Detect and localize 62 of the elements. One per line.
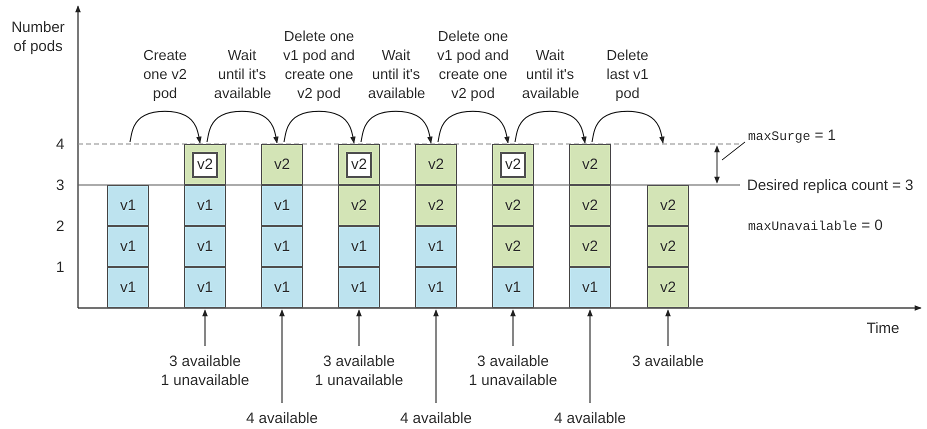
pending-pod-label: v2: [500, 152, 526, 178]
pod: v2: [492, 226, 534, 267]
pod: v2: [415, 144, 457, 185]
pod: v1: [338, 226, 380, 267]
pod: v2: [261, 144, 303, 185]
starting-pod: [492, 144, 534, 185]
line-label: Desired replica count = 3: [747, 176, 914, 195]
pod: v1: [492, 267, 534, 308]
pod: v2: [338, 185, 380, 226]
pod-column: [261, 144, 303, 308]
axis-title: Time: [866, 319, 900, 338]
status-text: 4 available: [371, 409, 501, 428]
edge-label: Wait until it's available: [368, 47, 424, 104]
starting-pod: [184, 144, 226, 185]
status-text: 4 available: [217, 409, 347, 428]
edge-label: Wait until it's available: [214, 47, 270, 104]
setting-label: maxUnavailable = 0: [748, 216, 884, 236]
pod: v1: [107, 267, 149, 308]
pod: v1: [184, 226, 226, 267]
axis-title: Number of pods: [10, 18, 66, 56]
pending-pod-label: v2: [346, 152, 372, 178]
status-text: 3 available 1 unavailable: [140, 352, 270, 390]
pod: v2: [569, 185, 611, 226]
starting-pod: [338, 144, 380, 185]
pod: v1: [107, 226, 149, 267]
pod: v2: [647, 267, 689, 308]
status-text: 4 available: [525, 409, 655, 428]
pod: v1: [107, 185, 149, 226]
edge-label: Delete one v1 pod and create one v2 pod: [282, 28, 356, 104]
pod-column: [569, 144, 611, 308]
pod: v1: [261, 267, 303, 308]
pod: v1: [184, 185, 226, 226]
pending-pod-label: v2: [192, 152, 218, 178]
status-text: 3 available 1 unavailable: [448, 352, 578, 390]
pod: v2: [647, 185, 689, 226]
edge-label: Wait until it's available: [522, 47, 578, 104]
edge-label: Delete last v1 pod: [606, 47, 650, 104]
setting-label: maxSurge = 1: [748, 126, 918, 146]
pod-column: [338, 144, 380, 308]
status-text: 3 available: [603, 352, 733, 371]
pod: v2: [492, 185, 534, 226]
tick-label: 1: [56, 258, 66, 277]
pod-column: [415, 144, 457, 308]
pod: v1: [184, 267, 226, 308]
tick-label: 2: [56, 217, 66, 236]
pod: v2: [415, 185, 457, 226]
pod: v1: [569, 267, 611, 308]
edge-label: Delete one v1 pod and create one v2 pod: [436, 28, 510, 104]
status-text: 3 available 1 unavailable: [294, 352, 424, 390]
pod: v2: [569, 226, 611, 267]
pod: v2: [569, 144, 611, 185]
pod-column: [184, 144, 226, 308]
edge-label: Create one v2 pod: [142, 47, 188, 104]
pod: v1: [415, 226, 457, 267]
tick-label: 4: [56, 135, 66, 154]
pod-column: [492, 144, 534, 308]
pod: v1: [415, 267, 457, 308]
pod: v2: [647, 226, 689, 267]
pod: v1: [261, 185, 303, 226]
pod: v1: [261, 226, 303, 267]
tick-label: 3: [56, 176, 66, 195]
pod: v1: [338, 267, 380, 308]
